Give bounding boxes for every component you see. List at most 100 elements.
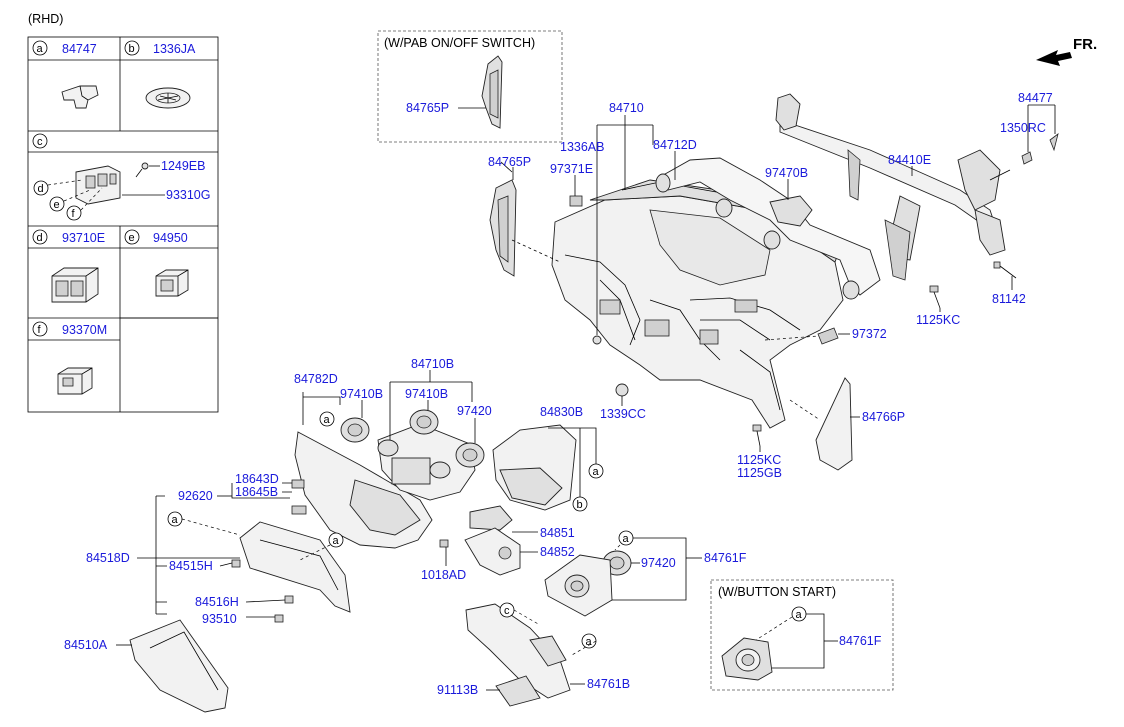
socket-icon [155,269,189,297]
nut-1339CC [615,383,629,397]
fasteners [569,133,1059,447]
rhd-label: (RHD) [28,12,63,26]
part-84782D: 84782D [294,372,338,386]
usb-port-icon [57,367,93,395]
part-97470B: 97470B [765,166,808,180]
callout-c: c [504,605,510,617]
part-84710B: 84710B [411,357,454,371]
speaker-grille-97372 [817,327,839,345]
bolt-84477 [1049,133,1059,152]
speaker-grille-97371E [569,195,583,207]
legend-part-94950: 94950 [153,231,188,245]
part-84515H: 84515H [169,559,213,573]
part-84518D: 84518D [86,551,130,565]
pab-inset-title: (W/PAB ON/OFF SWITCH) [384,36,535,50]
legend-letter-d: d [37,232,43,244]
grommet-1336AB [592,335,602,345]
part-84852: 84852 [540,545,575,559]
part-84516H: 84516H [195,595,239,609]
bolt-1125KC-a [929,285,939,293]
legend-part-1249EB: 1249EB [161,159,205,173]
part-84761B: 84761B [587,677,630,691]
legend-part-93370M: 93370M [62,323,107,337]
bolt-81142 [993,261,1001,269]
glove-box-84510A [129,619,229,713]
part-84712D: 84712D [653,138,697,152]
part-84851: 84851 [540,526,575,540]
legend-part-84747: 84747 [62,42,97,56]
callout-a: a [593,466,600,478]
pab-inset: (W/PAB ON/OFF SWITCH) 84765P [377,30,563,143]
glove-box-housing-84518D [239,521,351,613]
callout-a: a [623,533,630,545]
switch-93510 [274,614,284,623]
leader-lines [116,104,1056,691]
part-1336AB: 1336AB [560,140,604,154]
part-18643D: 18643D [235,472,279,486]
legend-table [27,36,219,413]
part-93510: 93510 [202,612,237,626]
latch-84515H [231,559,241,568]
air-duct [657,157,881,296]
button-start-inset: (W/BUTTON START) a 84761F [710,579,894,691]
legend-part-93710E: 93710E [62,231,105,245]
callout-a: a [586,636,593,648]
part-1125KC-a: 1125KC [916,313,960,327]
stopper-84516H [284,595,294,604]
callout-a: a [324,414,331,426]
legend-cell-f: f 93370M [32,321,107,395]
legend-sub-e: e [54,199,60,211]
part-1125GB: 1125GB [737,466,782,480]
part-97410B-a: 97410B [340,387,383,401]
column-shroud-84852 [464,527,521,576]
part-97420-b: 97420 [641,556,676,570]
legend-part-93310G: 93310G [166,188,210,202]
cowl-cross-bar [775,93,1011,281]
part-18645B: 18645B [235,485,278,499]
screw-1018AD [439,539,449,548]
button-start-callout: a [796,609,803,621]
part-84766P: 84766P [862,410,905,424]
screw-icon [135,162,149,178]
column-shroud-84851 [469,505,513,531]
button-start-inset-title: (W/BUTTON START) [718,585,836,599]
legend-cell-d: d 93710E [32,229,105,303]
air-vents [340,409,632,576]
legend-part-1336JA: 1336JA [153,42,196,56]
part-97420-a: 97420 [457,404,492,418]
legend-letter-a: a [37,43,44,55]
part-91113B: 91113B [437,683,478,697]
legend-letter-f: f [38,324,42,336]
part-84765P-pab: 84765P [406,101,449,115]
legend-letter-c: c [37,136,43,148]
side-trim-right [815,377,853,471]
cover-91113B [495,675,541,707]
crash-pad-assembly [551,157,881,429]
part-1350RC: 1350RC [1000,121,1046,135]
legend-sub-d: d [38,183,44,195]
front-arrow: FR. [1036,36,1097,66]
part-97371E: 97371E [550,162,593,176]
clip-icon [61,85,99,109]
callout-circles: a a a a b a c a [167,411,634,649]
part-84830B: 84830B [540,405,583,419]
part-84761F-button-start: 84761F [839,634,882,648]
front-label: FR. [1073,36,1097,53]
part-1125KC-b: 1125KC [737,453,781,467]
part-97410B-b: 97410B [405,387,448,401]
part-84710: 84710 [609,101,644,115]
part-1018AD: 1018AD [421,568,466,582]
grommet-icon [145,87,191,109]
part-97372: 97372 [852,327,887,341]
connector-18643D [291,479,305,489]
callout-a: a [172,514,179,526]
legend-cell-c: c 1249EB 93310G d e f [32,133,210,221]
callout-b: b [577,499,583,511]
lower-panel-84761B [465,603,571,699]
legend-letter-e: e [129,232,135,244]
part-84410E: 84410E [888,153,931,167]
part-labels: 84710 1336AB 84712D 84765P 97371E 97470B… [64,91,1053,697]
part-92620: 92620 [178,489,213,503]
nut-1350RC [1021,151,1033,165]
